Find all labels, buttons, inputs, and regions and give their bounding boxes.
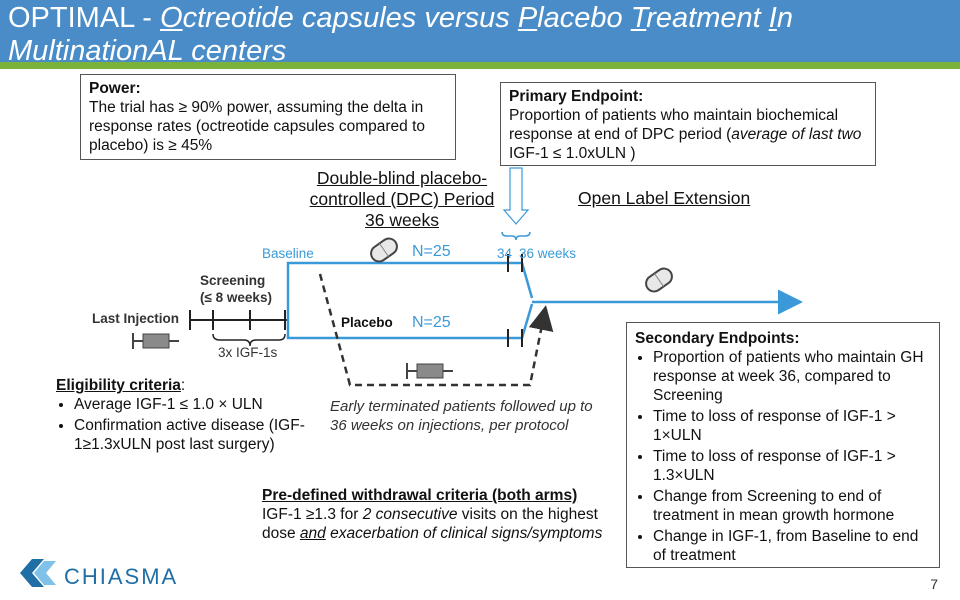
- withdrawal-text: and: [299, 525, 326, 542]
- list-item: Change from Screening to end of treatmen…: [653, 487, 931, 525]
- igf-brace: [212, 333, 286, 347]
- power-text: The trial has ≥ 90% power, assuming the …: [89, 99, 426, 154]
- primary-heading: Primary Endpoint:: [509, 88, 644, 105]
- last-injection-label: Last Injection: [92, 311, 180, 326]
- list-item: Time to loss of response of IGF-1 > 1×UL…: [653, 407, 931, 445]
- title-bar: [0, 0, 960, 62]
- igf-count-label: 3x IGF-1s: [218, 345, 278, 360]
- title-part: centers: [183, 35, 287, 67]
- title-part: n: [776, 2, 793, 34]
- dpc-period-label: Double-blind placebo-controlled (DPC) Pe…: [309, 168, 495, 230]
- list-item: Average IGF-1 ≤ 1.0 × ULN: [74, 395, 318, 414]
- placebo-label: Placebo: [341, 315, 393, 330]
- eligibility-heading: Eligibility criteria: [56, 377, 181, 394]
- primary-text-end: IGF-1 ≤ 1.0xULN ): [509, 145, 636, 162]
- title-part: P: [517, 2, 538, 34]
- eligibility-colon: :: [180, 377, 186, 394]
- title-part: ultination: [32, 35, 149, 67]
- early-termination-label: Early terminated patients followed up to…: [330, 398, 593, 434]
- withdrawal-heading: Pre-defined withdrawal criteria (both ar…: [262, 487, 578, 504]
- list-item: Confirmation active disease (IGF-1≥1.3xU…: [74, 416, 318, 454]
- slide-title: OPTIMAL - Octreotide capsules versus Pla…: [8, 2, 958, 68]
- placebo-arm-line: [286, 303, 534, 340]
- withdrawal-text: IGF-1 ≥1.3 for: [262, 506, 363, 523]
- week-34-label: 34: [497, 246, 513, 261]
- secondary-list: Proportion of patients who maintain GH r…: [635, 348, 931, 565]
- secondary-heading: Secondary Endpoints:: [635, 330, 800, 347]
- list-item: Proportion of patients who maintain GH r…: [653, 348, 931, 405]
- title-part: OPTIMAL -: [8, 2, 160, 34]
- power-box: Power: The trial has ≥ 90% power, assumi…: [80, 74, 456, 160]
- open-label-extension-label: Open Label Extension: [578, 188, 751, 208]
- accent-band: [0, 62, 960, 69]
- screening-label: Screening: [200, 273, 266, 288]
- n-placebo-label: N=25: [412, 314, 451, 331]
- capsule-icon: [645, 267, 673, 293]
- eligibility-list: Average IGF-1 ≤ 1.0 × ULN Confirmation a…: [56, 395, 318, 454]
- screening-duration-label: (≤ 8 weeks): [200, 290, 272, 305]
- withdrawal-text: visits on the highest dose: [262, 506, 598, 542]
- list-item: Change in IGF-1, from Baseline to end of…: [653, 527, 931, 565]
- chiasma-logo-icon: [20, 559, 56, 587]
- chiasma-logo-text: CHIASMA: [64, 564, 179, 589]
- primary-text: Proportion of patients who maintain bioc…: [509, 107, 839, 143]
- n-treatment-label: N=25: [412, 243, 451, 260]
- secondary-endpoints-box: Secondary Endpoints: Proportion of patie…: [626, 322, 940, 568]
- baseline-label: Baseline: [262, 246, 314, 261]
- withdrawal-text: exacerbation of clinical signs/symptoms: [325, 525, 603, 542]
- title-part: M: [8, 35, 33, 67]
- title-part: reatment: [646, 2, 769, 34]
- syringe-icon: [132, 333, 179, 349]
- treatment-arm-line: [286, 261, 534, 320]
- withdrawal-text: 2 consecutive: [362, 506, 458, 523]
- power-heading: Power:: [89, 80, 141, 97]
- list-item: Time to loss of response of IGF-1 > 1.3×…: [653, 447, 931, 485]
- title-part: ctreotide capsules versus: [182, 2, 518, 34]
- early-termination-path: [318, 273, 554, 387]
- title-part: T: [630, 2, 647, 34]
- title-part: I: [768, 2, 777, 34]
- title-part: AL: [148, 35, 184, 67]
- capsule-icon: [370, 237, 398, 263]
- syringe-icon: [406, 363, 453, 379]
- withdrawal-section: Pre-defined withdrawal criteria (both ar…: [262, 486, 622, 543]
- title-part: lacebo: [537, 2, 631, 34]
- primary-endpoint-box: Primary Endpoint: Proportion of patients…: [500, 82, 876, 166]
- primary-text-italic: average of last two: [731, 126, 862, 143]
- primary-endpoint-arrow: [502, 167, 530, 225]
- eligibility-section: Eligibility criteria: Average IGF-1 ≤ 1.…: [56, 376, 318, 456]
- title-part: O: [160, 2, 183, 34]
- page-number: 7: [930, 576, 938, 592]
- brace: [501, 231, 531, 241]
- week-36-label: 36 weeks: [519, 246, 577, 261]
